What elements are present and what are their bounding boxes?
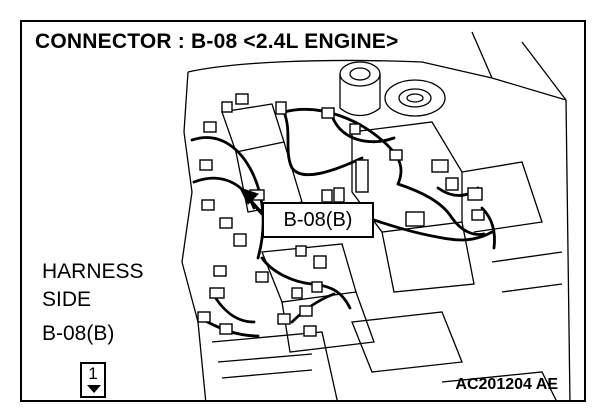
connector-callout-label: B-08(B) bbox=[262, 202, 374, 238]
pin-number: 1 bbox=[88, 364, 98, 383]
harness-label-line2: SIDE bbox=[42, 288, 92, 311]
harness-side-label: HARNESS SIDE bbox=[42, 258, 144, 314]
figure-id: AC201204 AE bbox=[455, 376, 558, 393]
pin-number-box: 1 bbox=[80, 362, 106, 398]
harness-connector-id: B-08(B) bbox=[42, 322, 115, 345]
harness-label-line1: HARNESS bbox=[42, 260, 144, 283]
pin-triangle-icon bbox=[87, 385, 101, 393]
diagram-frame: CONNECTOR : B-08 <2.4L ENGINE> B-08(B) H… bbox=[20, 20, 586, 402]
engine-compartment-illustration bbox=[181, 31, 571, 400]
page-title: CONNECTOR : B-08 <2.4L ENGINE> bbox=[35, 30, 399, 53]
